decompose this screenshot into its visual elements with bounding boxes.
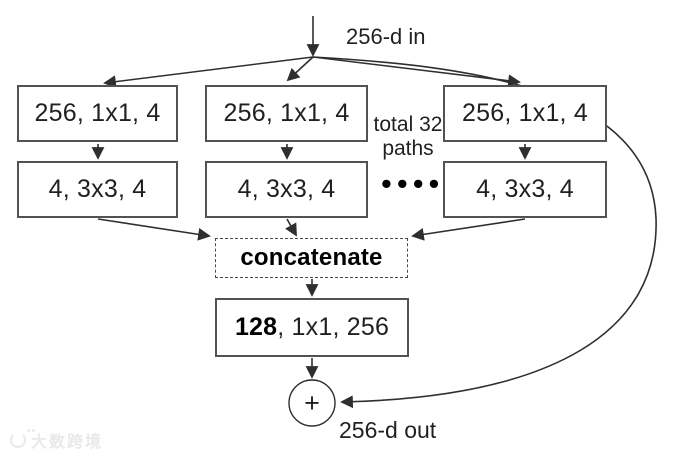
watermark: 大数跨境 — [10, 429, 104, 451]
omitted-paths-ellipsis: •••• — [381, 166, 445, 201]
branch-1-to-concat-arrow — [97, 218, 211, 241]
branch-2-conv1x1-box: 256, 1x1, 4 — [205, 85, 368, 142]
output-conv-channels-label: 128 — [234, 313, 278, 341]
watermark-text: 大数跨境 — [31, 434, 104, 451]
total-paths-line2: paths — [382, 137, 434, 160]
output-conv1x1-box: 128, 1x1, 256 — [215, 298, 409, 357]
watermark-logo-icon — [10, 429, 30, 448]
sum-node-circle — [288, 379, 336, 427]
branch-1-conv3x3-box: 4, 3x3, 4 — [17, 161, 178, 218]
total-paths-line1: total 32 — [373, 113, 443, 136]
branch-3-conv1x1-label: 256, 1x1, 4 — [462, 99, 588, 127]
output-dimension-label: 256-d out — [339, 417, 437, 443]
branch-1-conv1x1-label: 256, 1x1, 4 — [34, 99, 161, 127]
total-paths-label: total 32 paths — [366, 113, 450, 161]
identity-skip-connection-arrow — [312, 56, 657, 409]
branch-1-conv3x3-label: 4, 3x3, 4 — [48, 175, 147, 203]
concatenate-box: concatenate — [215, 238, 408, 278]
branch-2-conv3x3-label: 4, 3x3, 4 — [237, 175, 336, 203]
branch-2-to-concat-arrow — [285, 218, 297, 237]
plus-icon: + — [304, 388, 320, 418]
branch-3-conv3x3-label: 4, 3x3, 4 — [476, 175, 574, 203]
branch-3-conv1x1-box: 256, 1x1, 4 — [443, 85, 607, 142]
branch-2-conv3x3-box: 4, 3x3, 4 — [205, 161, 368, 218]
branch-2-conv1x1-label: 256, 1x1, 4 — [223, 99, 350, 127]
concatenate-label: concatenate — [240, 244, 383, 271]
fan-out-left-arrow — [103, 56, 314, 89]
branch-3-to-concat-arrow — [411, 218, 526, 241]
branch-1-conv1x1-box: 256, 1x1, 4 — [17, 85, 178, 142]
fan-out-right-arrow — [312, 56, 521, 88]
output-conv-rest-label: , 1x1, 256 — [277, 313, 390, 341]
branch-3-conv3x3-box: 4, 3x3, 4 — [443, 161, 607, 218]
input-dimension-label: 256-d in — [346, 24, 426, 49]
fan-out-middle-arrow — [286, 56, 314, 82]
